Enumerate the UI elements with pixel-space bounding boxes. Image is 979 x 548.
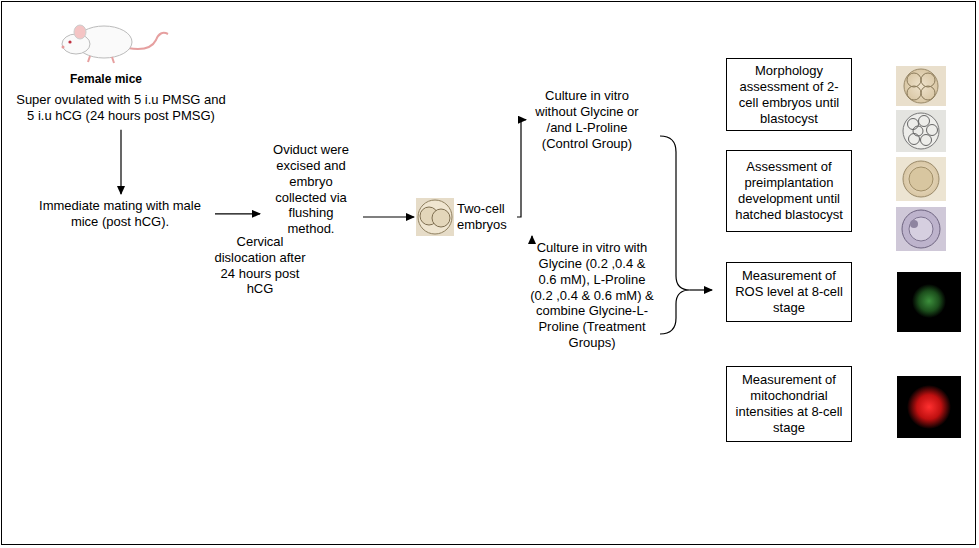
brace-arrow — [690, 289, 712, 290]
morula-image — [896, 157, 946, 201]
node-text: Super ovulated with 5 i.u PMSG and 5 i.u… — [14, 92, 228, 124]
mouse-illustration — [62, 25, 169, 63]
edge-label: Cervical dislocation after 24 hours post… — [213, 234, 307, 297]
node-text: Morphology assessment of 2-cell embryos … — [733, 63, 845, 126]
group-text: Culture in vitro with Glycine (0.2 ,0.4 … — [526, 238, 658, 353]
node-text: Measurement of ROS level at 8-cell stage — [733, 268, 845, 316]
node-text: Two-cell embryos — [457, 201, 516, 233]
flow-arrow — [363, 216, 414, 217]
assessment-box: Measurement of mitochondrial intensities… — [726, 366, 852, 442]
box-text: Morphology assessment of 2-cell embryos … — [733, 63, 845, 126]
mitochondria-fluorescence-image — [897, 376, 961, 438]
flow-arrow — [531, 236, 532, 242]
assessment-box: Morphology assessment of 2-cell embryos … — [726, 58, 852, 131]
eight-cell-embryo-image — [896, 110, 946, 152]
flow-arrow — [517, 120, 526, 217]
node-text: Measurement of mitochondrial intensities… — [733, 372, 845, 435]
assessment-box: Measurement of ROS level at 8-cell stage — [726, 262, 852, 322]
box-text: Assessment of preimplantation developmen… — [733, 159, 845, 222]
two-cell-embryo-image — [416, 198, 454, 236]
step-text: Super ovulated with 5 i.u PMSG and 5 i.u… — [12, 90, 230, 126]
box-text: Measurement of ROS level at 8-cell stage — [733, 268, 845, 316]
hatched-blastocyst-image — [896, 207, 946, 251]
flow-arrow — [215, 213, 260, 214]
node-text: Oviduct were excised and embryo collecte… — [264, 142, 358, 237]
node-text: Culture in vitro with Glycine (0.2 ,0.4 … — [528, 240, 656, 351]
group-text: Culture in vitro without Glycine or /and… — [528, 86, 646, 153]
four-cell-embryo-image — [896, 66, 946, 106]
node-text: Culture in vitro without Glycine or /and… — [530, 88, 644, 151]
node-text: Assessment of preimplantation developmen… — [733, 159, 845, 222]
node-text: Immediate mating with male mice (post hC… — [30, 198, 210, 230]
figure-label: Female mice — [56, 72, 156, 87]
flow-arrow — [120, 130, 121, 194]
embryo-step: Two-cell embryos — [416, 196, 516, 238]
assessment-box: Assessment of preimplantation developmen… — [726, 150, 852, 232]
step-text: Oviduct were excised and embryo collecte… — [262, 140, 360, 239]
ros-fluorescence-image — [897, 272, 961, 332]
brace — [660, 136, 690, 334]
step-text: Immediate mating with male mice (post hC… — [28, 196, 212, 232]
box-text: Measurement of mitochondrial intensities… — [733, 372, 845, 435]
